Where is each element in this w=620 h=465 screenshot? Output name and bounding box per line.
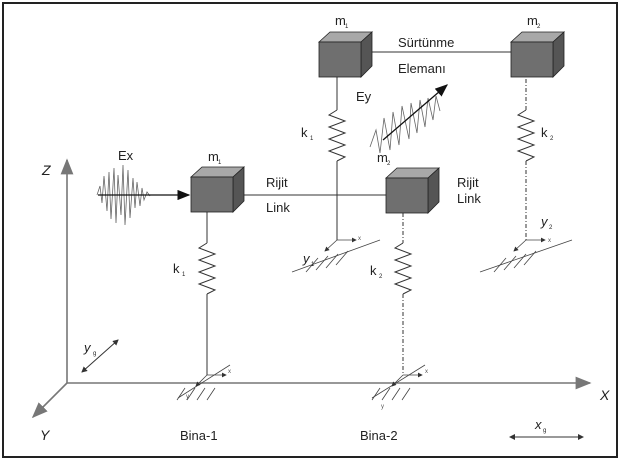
building-1-label: Bina-1 <box>180 428 218 443</box>
b2-back-y-sub: 2 <box>549 225 553 231</box>
friction-element-word1: Sürtünme <box>398 35 454 50</box>
mass-b1-back <box>317 31 374 78</box>
mass-sub-b1-front: 1 <box>218 160 222 166</box>
b2-front-spring <box>393 242 413 295</box>
mass-b2-front <box>384 167 441 214</box>
excitation-ey: Ey <box>356 84 448 154</box>
ground-x-sub: g <box>543 428 546 434</box>
mass-label-b1-back: m <box>335 13 346 28</box>
b1-back-spring <box>327 109 347 162</box>
b1-back-y-sub: 1 <box>311 262 315 268</box>
rigid-link-right-word1: Rijit <box>457 175 479 190</box>
b2-back-x-tick: x <box>548 238 551 244</box>
ex-label: Ex <box>118 148 134 163</box>
columns <box>197 70 347 375</box>
b1-support-x-tick: x <box>228 369 231 375</box>
rigid-link-front-word1: Rijit <box>266 175 288 190</box>
ex-wave-icon <box>96 164 151 226</box>
b2-back-y-label: y <box>540 214 549 229</box>
spring-sub-b1-back: 1 <box>310 136 314 142</box>
mass-sub-b1-back: 1 <box>345 24 349 30</box>
mass-sub-b2-back: 2 <box>537 24 541 30</box>
ey-label: Ey <box>356 89 372 104</box>
figure-frame <box>2 2 618 458</box>
building-2-label: Bina-2 <box>360 428 398 443</box>
ey-wave-icon <box>369 95 441 154</box>
spring-label-b2-front: k <box>370 263 377 278</box>
b1-support-y-tick: y <box>186 394 189 400</box>
b2-back-spring <box>516 109 536 162</box>
support-b2-front <box>371 364 426 401</box>
global-axes <box>31 158 592 419</box>
excitation-ex: Ex <box>96 148 191 226</box>
mass-sub-b2-front: 2 <box>387 161 391 167</box>
columns-b2 <box>393 70 536 375</box>
ey-arrow <box>382 84 448 141</box>
spring-sub-b2-back: 2 <box>550 136 554 142</box>
ground-y-label: y <box>83 340 92 355</box>
friction-element-word2: Elemanı <box>398 61 446 76</box>
z-axis-label: Z <box>41 162 51 178</box>
spring-label-b1-back: k <box>301 125 308 140</box>
y-axis-label: Y <box>40 427 51 443</box>
ground-y-sub: g <box>93 351 96 357</box>
support-b1-front <box>176 364 231 401</box>
mass-label-b2-front: m <box>377 150 388 165</box>
spring-sub-b2-front: 2 <box>379 274 383 280</box>
support-b2-back <box>479 237 573 273</box>
ground-motion-y-indicator: y g <box>81 339 119 373</box>
rigid-link-front-word2: Link <box>266 200 290 215</box>
b1-back-x-tick: x <box>358 236 361 242</box>
ground-motion-x-indicator: x g <box>509 417 584 440</box>
mass-b2-back <box>509 31 566 78</box>
mass-label-b2-back: m <box>527 13 538 28</box>
y-axis <box>31 382 68 419</box>
b1-front-spring <box>197 242 217 295</box>
rigid-link-right-word2: Link <box>457 191 481 206</box>
b2-support-x-tick: x <box>425 369 428 375</box>
spring-label-b1-front: k <box>173 261 180 276</box>
ground-x-label: x <box>534 417 542 432</box>
b1-back-y-label: y <box>302 251 311 266</box>
mass-label-b1-front: m <box>208 149 219 164</box>
spring-sub-b1-front: 1 <box>182 272 186 278</box>
x-axis-label: X <box>599 387 610 403</box>
support-b1-back <box>291 237 381 273</box>
spring-label-b2-back: k <box>541 125 548 140</box>
mass-b1-front <box>189 166 246 213</box>
b2-support-y-tick: y <box>381 404 384 410</box>
